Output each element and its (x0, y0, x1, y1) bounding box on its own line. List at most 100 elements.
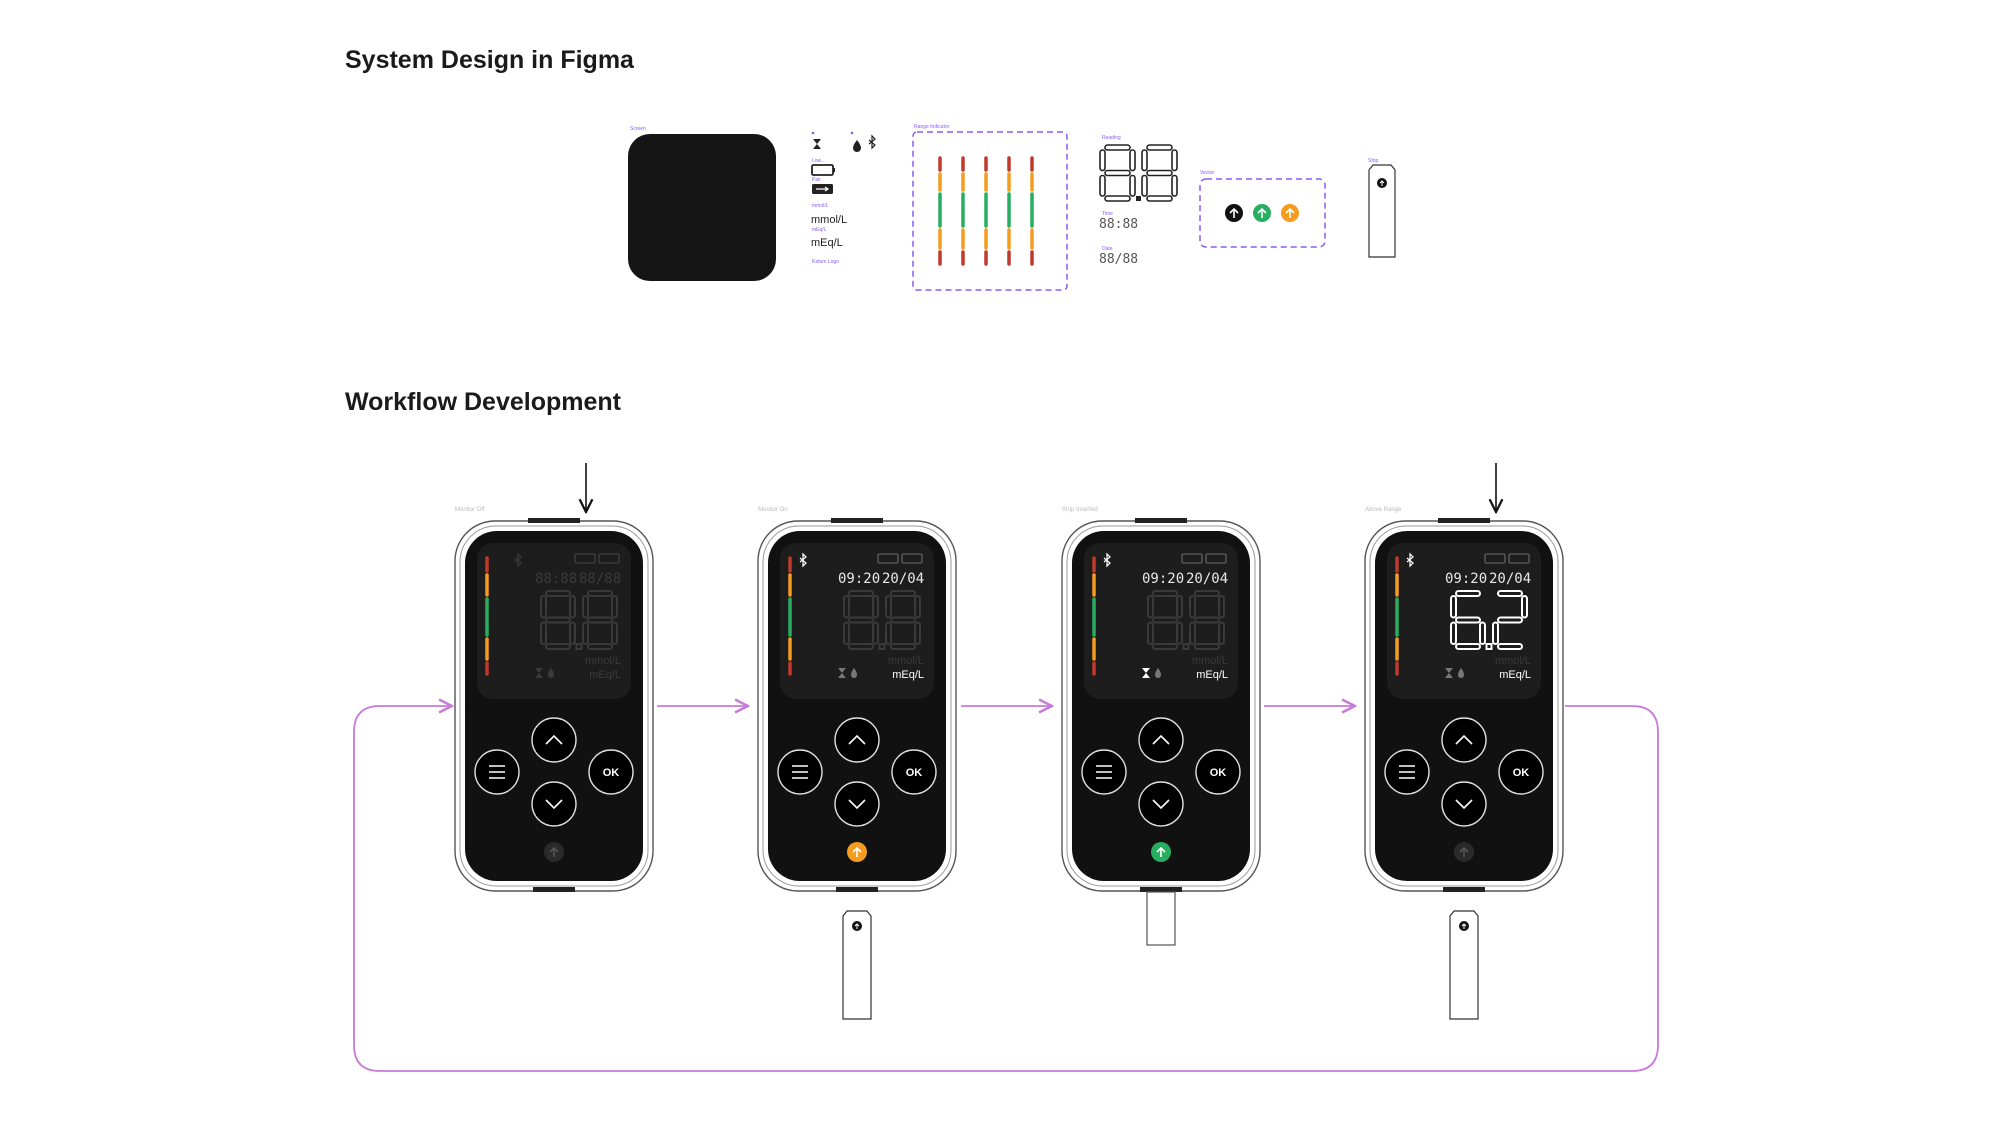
battery-icon (598, 553, 620, 564)
down-button[interactable] (531, 781, 577, 827)
up-button[interactable] (1138, 717, 1184, 763)
ok-button[interactable]: OK (1498, 749, 1544, 795)
strip-port (836, 887, 878, 892)
digit-segment (540, 595, 547, 619)
digit-segment (1497, 643, 1523, 650)
digit-segment (843, 621, 850, 645)
chevron-down-icon (545, 799, 563, 810)
arrow-up-icon (852, 846, 862, 857)
digit-segment (1146, 195, 1173, 202)
strip-port (1443, 887, 1485, 892)
arrow-up-icon (1459, 846, 1469, 857)
power-button[interactable] (528, 518, 580, 523)
digit-segment (1171, 174, 1178, 197)
strip-port (533, 887, 575, 892)
down-button[interactable] (1138, 781, 1184, 827)
workflow-title: Workflow Development (345, 388, 621, 416)
chevron-down-icon (1455, 799, 1473, 810)
down-button[interactable] (1441, 781, 1487, 827)
digit-segment (1146, 144, 1173, 151)
chevron-down-icon (1152, 799, 1170, 810)
digit-segment (1194, 643, 1220, 650)
ok-button[interactable]: OK (588, 749, 634, 795)
digit-segment (587, 643, 613, 650)
digit-segment (1147, 621, 1154, 645)
digit-segment (1218, 621, 1225, 645)
drop-icon (1155, 668, 1161, 678)
strip-component (1368, 164, 1396, 258)
digit-segment (1497, 616, 1523, 624)
bluetooth-icon (799, 552, 807, 568)
battery-icon (901, 553, 923, 564)
chevron-up-icon (1152, 734, 1170, 745)
battery-low-icon (811, 164, 834, 176)
power-button[interactable] (1135, 518, 1187, 523)
digit-segment (611, 621, 618, 645)
loop-arrow (353, 706, 1659, 1072)
ok-button[interactable]: OK (891, 749, 937, 795)
hourglass-icon (813, 139, 821, 149)
digit-segment (569, 621, 576, 645)
screen-component (628, 134, 776, 281)
battery-pair-icon (574, 553, 596, 564)
chevron-up-icon (848, 734, 866, 745)
strip-port (1140, 887, 1182, 892)
digit-segment (1194, 616, 1220, 624)
arrow-up-icon (549, 846, 559, 857)
menu-icon (792, 765, 808, 779)
digit-segment (587, 590, 613, 597)
menu-button[interactable] (1384, 749, 1430, 795)
drop-icon (1458, 668, 1464, 678)
ok-label: OK (906, 767, 923, 779)
device-unit-mmol: mmol/L (1192, 655, 1228, 667)
device-date: 20/04 (1489, 571, 1531, 587)
battery-pair-icon (877, 553, 899, 564)
power-button[interactable] (1438, 518, 1490, 523)
digit-segment (848, 616, 874, 624)
digit-segment (545, 590, 571, 597)
device-reading (1450, 590, 1528, 650)
digit-segment (1455, 616, 1481, 624)
digit-segment (1455, 643, 1481, 650)
chevron-down-icon (848, 799, 866, 810)
digit-segment (914, 621, 921, 645)
digit-segment (1176, 595, 1183, 619)
device-time: 09:20 (1445, 571, 1487, 587)
hourglass-icon (1445, 668, 1453, 678)
menu-button[interactable] (474, 749, 520, 795)
up-button[interactable] (531, 717, 577, 763)
up-button[interactable] (1441, 717, 1487, 763)
icon-label-mmol: mmol/L (812, 203, 829, 209)
digit-segment (1129, 149, 1136, 172)
digit-segment (1146, 169, 1173, 177)
test-strip (1449, 910, 1479, 1020)
drop-icon (853, 140, 861, 152)
digit-segment (914, 595, 921, 619)
battery-pair-icon (1484, 553, 1506, 564)
menu-button[interactable] (777, 749, 823, 795)
arrow-up-icon (1156, 846, 1166, 857)
unit-mmol-text: mmol/L (811, 214, 848, 226)
ok-label: OK (603, 767, 620, 779)
digit-segment (1099, 174, 1106, 197)
digit-segment (890, 643, 916, 650)
status-indicator (847, 842, 867, 862)
workflow-flow (353, 463, 1659, 1072)
digit-segment (611, 595, 618, 619)
bluetooth-icon (1103, 552, 1111, 568)
ok-label: OK (1210, 767, 1227, 779)
menu-button[interactable] (1081, 749, 1127, 795)
power-button[interactable] (831, 518, 883, 523)
step-label-1: Monitor On (758, 507, 788, 513)
menu-icon (489, 765, 505, 779)
down-button[interactable] (834, 781, 880, 827)
digit-segment (1152, 643, 1178, 650)
hourglass-icon (1142, 668, 1150, 678)
ok-button[interactable]: OK (1195, 749, 1241, 795)
up-button[interactable] (834, 717, 880, 763)
vector-label: Vector (1200, 170, 1215, 176)
drop-icon (548, 668, 554, 678)
